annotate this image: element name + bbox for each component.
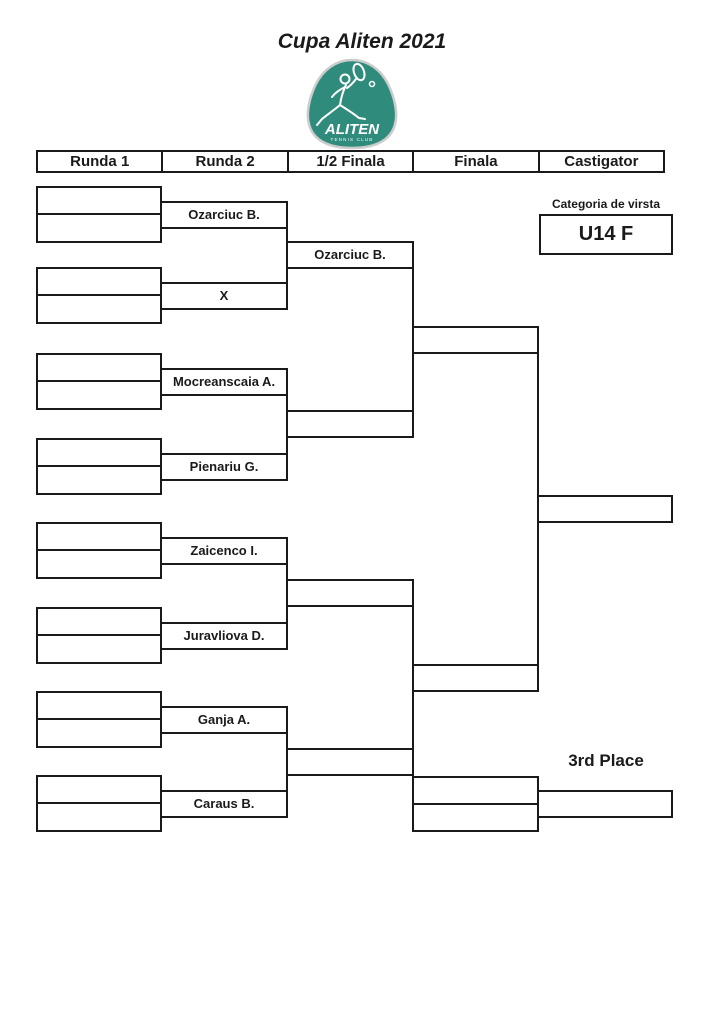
round2-slot: Ganja A. <box>160 706 288 734</box>
pair-divider <box>38 634 160 636</box>
pair-divider <box>38 213 160 215</box>
column-header-runda-1: Runda 1 <box>70 153 130 170</box>
semifinal-slot <box>286 410 414 438</box>
pair-divider <box>414 803 537 805</box>
third-place-pair-box <box>412 776 539 832</box>
round-header-row: Runda 1 Runda 2 1/2 Finala Finala Castig… <box>36 150 665 173</box>
column-header-final: Finala <box>412 152 537 171</box>
round2-slot: Juravliova D. <box>160 622 288 650</box>
pair-divider <box>38 549 160 551</box>
final-slot <box>412 326 539 354</box>
pair-divider <box>38 465 160 467</box>
column-header-runda-2: Runda 2 <box>161 152 286 171</box>
round2-slot: Pienariu G. <box>160 453 288 481</box>
round2-slot: X <box>160 282 288 310</box>
column-header-winner: Castigator <box>537 152 663 171</box>
third-place-label: 3rd Place <box>568 751 644 770</box>
round1-pair-box-8 <box>36 775 162 832</box>
round2-slot: Zaicenco I. <box>160 537 288 565</box>
pair-divider <box>38 380 160 382</box>
round2-slot: Ozarciuc B. <box>160 201 288 229</box>
column-header-semifinal: 1/2 Finala <box>286 152 412 171</box>
page-title: Cupa Aliten 2021 <box>277 30 447 53</box>
round2-slot: Caraus B. <box>160 790 288 818</box>
round2-slot: Mocreanscaia A. <box>160 368 288 396</box>
tennis-ball-icon <box>368 80 376 88</box>
round1-pair-box-3 <box>36 353 162 410</box>
final-slot <box>412 664 539 692</box>
category-value: U14 F <box>578 223 634 245</box>
semifinal-slot: Ozarciuc B. <box>286 241 414 269</box>
round1-pair-box-6 <box>36 607 162 664</box>
third-place-winner-slot <box>537 790 673 818</box>
logo-subtitle: TENNIS CLUB <box>331 137 374 142</box>
category-label: Categoria de virsta <box>551 197 661 211</box>
round1-pair-box-2 <box>36 267 162 324</box>
aliten-logo: ALITEN TENNIS CLUB <box>306 58 398 150</box>
round1-pair-box-5 <box>36 522 162 579</box>
pair-divider <box>38 294 160 296</box>
round1-pair-box-4 <box>36 438 162 495</box>
round1-pair-box-1 <box>36 186 162 243</box>
semifinal-slot <box>286 579 414 607</box>
round1-pair-box-7 <box>36 691 162 748</box>
winner-slot <box>537 495 673 523</box>
tennis-player-icon <box>316 62 366 126</box>
semifinal-slot <box>286 748 414 776</box>
category-box: U14 F <box>539 214 673 255</box>
pair-divider <box>38 802 160 804</box>
logo-brand: ALITEN <box>324 121 380 138</box>
pair-divider <box>38 718 160 720</box>
